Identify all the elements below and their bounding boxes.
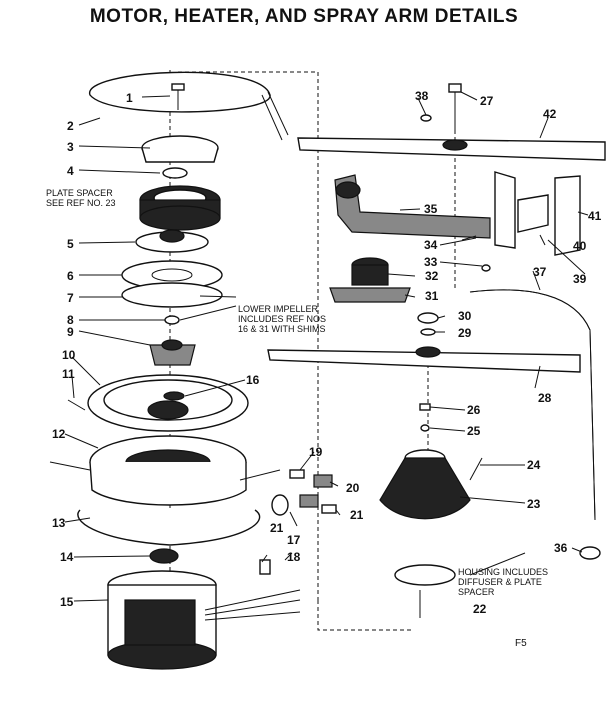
strainer-13 — [49, 461, 281, 546]
tube-32 — [351, 257, 389, 286]
bolt-27 — [448, 83, 462, 130]
hub-5 — [135, 229, 209, 253]
label-part: 27 — [480, 94, 494, 108]
label-part: 18 — [287, 550, 301, 564]
label-part: 29 — [458, 326, 472, 340]
fitting-18 — [259, 559, 271, 575]
label-part: 36 — [554, 541, 568, 555]
label-part: 37 — [533, 265, 547, 279]
label-part: 23 — [527, 497, 541, 511]
filter-cover — [141, 135, 219, 163]
nut-33 — [481, 264, 491, 272]
motor-15 — [107, 570, 301, 670]
screw-24 — [469, 457, 483, 481]
label-part: 17 — [287, 533, 301, 547]
label-part: 8 — [67, 313, 74, 327]
label-part: 7 — [67, 291, 74, 305]
label-part: 32 — [425, 269, 439, 283]
label-part: 21 — [350, 508, 364, 522]
pump-housing-12 — [89, 435, 247, 506]
part-26 — [419, 403, 431, 411]
note-lower-impeller: LOWER IMPELLER INCLUDES REF NOS 16 & 31 … — [238, 304, 326, 334]
lower-impeller — [149, 339, 196, 366]
label-part: 26 — [467, 403, 481, 417]
label-part: 31 — [425, 289, 439, 303]
label-part: 28 — [538, 391, 552, 405]
washer-29 — [420, 328, 436, 336]
clip-38 — [420, 114, 432, 122]
label-part: 40 — [573, 239, 587, 253]
label-part: 38 — [415, 89, 429, 103]
diagram-title: MOTOR, HEATER, AND SPRAY ARM DETAILS — [89, 6, 519, 27]
svg-text:HOUSING INCLUDES: HOUSING INCLUDES — [458, 567, 548, 577]
label-part: 10 — [62, 348, 76, 362]
nut-4 — [162, 167, 188, 179]
washer-8 — [164, 315, 180, 325]
manifold-35 — [334, 171, 516, 249]
screw-34 — [461, 235, 477, 241]
label-part: 16 — [246, 373, 260, 387]
screw-1 — [171, 83, 185, 110]
part-number-labels: 1 2 3 4 5 6 7 8 9 10 11 12 13 14 15 16 1… — [52, 89, 602, 616]
screw-11 — [67, 399, 86, 411]
label-part: 11 — [62, 367, 75, 381]
gasket-7 — [121, 282, 223, 308]
part-25 — [420, 424, 430, 432]
note-housing: HOUSING INCLUDES DIFFUSER & PLATE SPACER — [458, 567, 548, 597]
label-part: 3 — [67, 140, 74, 154]
label-part: 30 — [458, 309, 472, 323]
label-part: 5 — [67, 237, 74, 251]
label-part: 12 — [52, 427, 66, 441]
label-part: 20 — [346, 481, 360, 495]
pump-base-10 — [87, 374, 249, 432]
nut-30 — [417, 312, 439, 324]
svg-text:PLATE SPACER: PLATE SPACER — [46, 188, 113, 198]
svg-text:INCLUDES REF NOS: INCLUDES REF NOS — [238, 314, 326, 324]
supply-tube-37 — [469, 289, 596, 521]
seal-14 — [149, 548, 179, 564]
upper-spray-arm — [297, 137, 606, 161]
svg-text:LOWER IMPELLER: LOWER IMPELLER — [238, 304, 319, 314]
label-part: 33 — [424, 255, 438, 269]
label-part: 22 — [473, 602, 487, 616]
bracket-40-41 — [517, 175, 581, 256]
seal-36 — [579, 546, 601, 560]
housing-23 — [379, 449, 471, 520]
label-part: 4 — [67, 164, 74, 178]
svg-text:DIFFUSER & PLATE: DIFFUSER & PLATE — [458, 577, 542, 587]
label-part: 15 — [60, 595, 74, 609]
label-part: 39 — [573, 272, 587, 286]
label-part: 42 — [543, 107, 557, 121]
label-part: 6 — [67, 269, 74, 283]
svg-text:16 & 31 WITH SHIMS: 16 & 31 WITH SHIMS — [238, 324, 326, 334]
label-part: 34 — [424, 238, 438, 252]
label-part: 13 — [52, 516, 66, 530]
label-part: 41 — [588, 209, 602, 223]
label-part: 2 — [67, 119, 74, 133]
page-code: F5 — [515, 638, 527, 649]
label-part: 25 — [467, 424, 481, 438]
heater-element — [89, 71, 289, 141]
hose-clamps — [271, 469, 337, 516]
leader-lines — [64, 91, 589, 602]
impeller-nut-16 — [163, 391, 185, 401]
diffuser-22 — [394, 564, 456, 586]
label-part: 24 — [527, 458, 541, 472]
lower-spray-arm — [267, 346, 581, 373]
svg-text:SPACER: SPACER — [458, 587, 495, 597]
label-part: 21 — [270, 521, 284, 535]
label-part: 9 — [67, 325, 74, 339]
label-part: 35 — [424, 202, 438, 216]
plate-spacer — [139, 185, 221, 231]
note-plate-spacer: PLATE SPACER SEE REF NO. 23 — [46, 188, 116, 208]
adapter-31 — [329, 287, 411, 303]
label-part: 19 — [309, 445, 323, 459]
label-part: 14 — [60, 550, 74, 564]
label-part: 1 — [126, 91, 133, 105]
svg-text:SEE REF NO. 23: SEE REF NO. 23 — [46, 198, 116, 208]
